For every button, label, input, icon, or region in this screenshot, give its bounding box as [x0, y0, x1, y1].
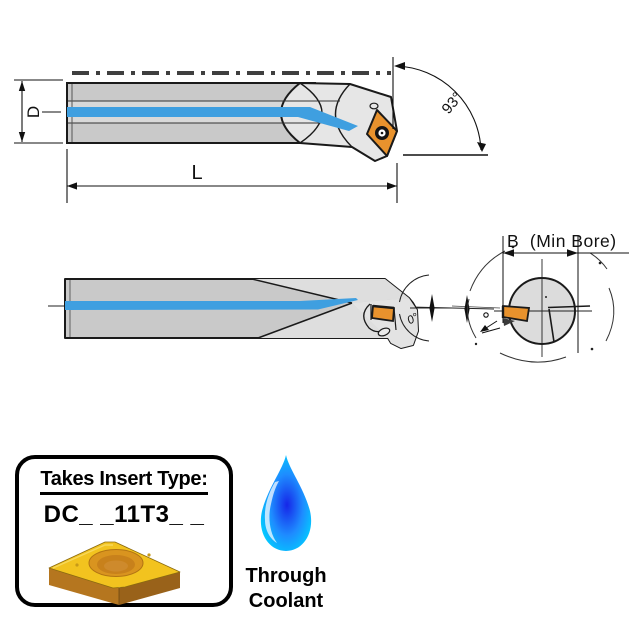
plan-diagonal-top: [251, 278, 353, 304]
insert-type-box: Takes Insert Type: DC_ _11T3_ _: [15, 455, 233, 607]
tilt-angle-annotation: [480, 312, 501, 334]
dimension-d: D: [14, 79, 63, 144]
label-d: D: [24, 106, 43, 118]
arrow-down: [18, 132, 26, 142]
neck-curve-head: [334, 83, 353, 148]
insert-end-view: [502, 305, 531, 323]
insert-top-edge-highlight: [52, 544, 113, 569]
insert-hole-floor: [104, 560, 128, 572]
plan-head-edge: [393, 307, 397, 331]
insert-screw-hole-center: [380, 131, 384, 135]
clamp-screw-top: [369, 102, 379, 110]
arc-dot-3: [590, 347, 594, 351]
arrow-right: [567, 249, 578, 257]
label-b-min-bore: B (Min Bore): [507, 231, 617, 251]
drop-highlight: [264, 481, 279, 543]
arc-arrow-top: [394, 62, 405, 70]
insert-chip-dot-1: [75, 563, 79, 567]
coolant-channel-side: [67, 107, 358, 131]
coolant-label: Through Coolant: [238, 564, 334, 614]
plan-view: 0°: [48, 245, 615, 363]
insert-side-left: [49, 568, 119, 605]
coolant-drop-icon: [260, 455, 312, 551]
insert-plan-top-edge: [372, 304, 395, 310]
plan-head-face: [352, 298, 418, 348]
arrow-left: [503, 249, 514, 257]
coolant-label-line1: Through: [245, 565, 327, 587]
arrow-up: [18, 81, 26, 91]
dimension-b-min-bore: B (Min Bore): [502, 231, 629, 353]
drop-shape: [260, 455, 312, 551]
insert-title-wrap: Takes Insert Type:: [19, 468, 229, 495]
through-coolant-badge: Through Coolant: [238, 452, 334, 614]
label-93deg: 93°: [439, 89, 467, 117]
plan-screw-hole: [377, 327, 391, 337]
label-l: L: [191, 162, 202, 184]
coolant-channel-plan: [65, 298, 358, 310]
plan-flat-top: [252, 279, 409, 303]
insert-end-shadow: [503, 318, 515, 326]
end-view: B (Min Bore): [494, 231, 629, 357]
bore-center-dot: [545, 296, 547, 298]
insert-side-right: [119, 572, 180, 605]
insert-code: DC_ _11T3_ _: [43, 501, 205, 528]
insert-3d-image: [48, 541, 181, 605]
side-view: D L 93°: [14, 57, 488, 203]
tilt-arrowhead: [480, 325, 489, 332]
center-tick: [429, 294, 435, 322]
plan-flat-bottom: [258, 303, 389, 338]
coolant-label-line2: Coolant: [248, 590, 324, 612]
arrow-left: [67, 182, 77, 190]
dimension-angle-93: 93°: [392, 57, 488, 156]
swing-circle-2: [451, 245, 615, 363]
arc-dot-1: [511, 245, 515, 249]
arc-arrow-bottom: [477, 142, 486, 152]
arc-dot-2: [598, 261, 602, 265]
insert-box-title: Takes Insert Type:: [40, 468, 208, 495]
bore-slot-side: [548, 308, 555, 343]
dimension-l: L: [66, 149, 398, 203]
arc-dot-4: [474, 342, 478, 346]
bore-slot-top: [547, 305, 591, 309]
insert-chip-dot-2: [147, 553, 151, 557]
plan-diagonal-bottom: [257, 302, 353, 339]
technical-drawing: D L 93°: [14, 57, 629, 363]
arrow-right: [387, 182, 397, 190]
